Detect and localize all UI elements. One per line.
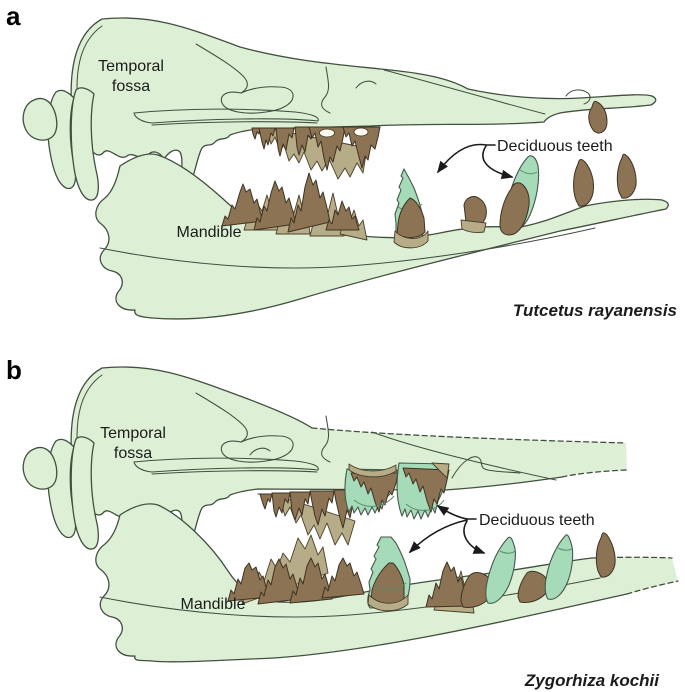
deciduous-tooth-b-lower2 [460, 536, 516, 608]
species-label-b: Zygorhiza kochii [524, 671, 660, 690]
reconstructed-rostrum-dash-bottom [561, 469, 628, 478]
panel-letter-a: a [6, 1, 21, 31]
lower-teeth-b [227, 532, 616, 614]
species-label-a: Tutcetus rayanensis [513, 301, 677, 320]
upper-teeth-b [257, 462, 450, 546]
deciduous-tooth-b-upper2 [396, 462, 450, 520]
deciduous-arrows-b [408, 505, 486, 554]
deciduous-teeth-label-a: Deciduous teeth [497, 138, 613, 155]
mandible-fill-b [95, 503, 679, 662]
temporal-fossa-label-b-line2: fossa [114, 445, 152, 462]
lower-teeth-a [221, 153, 637, 249]
reconstructed-mandible-dash-bottom [626, 580, 679, 595]
zygomatic-arch-a [133, 108, 319, 124]
cranium-fill-b [71, 366, 627, 543]
zygomatic-arch-b [133, 457, 319, 473]
panel-letter-b: b [6, 355, 22, 385]
skull-a [22, 17, 657, 201]
temporal-fossa-label-a: Temporal [98, 58, 164, 75]
upper-teeth-a [251, 100, 608, 180]
deciduous-teeth-label-b: Deciduous teeth [479, 512, 595, 529]
deciduous-tooth-b-lower1 [367, 536, 411, 612]
anterior-upper-tooth-a [588, 100, 608, 134]
temporal-fossa-label-a-line2: fossa [112, 78, 150, 95]
panel-b: b Temporal fossa Mandible Deciduous teet… [6, 355, 679, 690]
mandible-label-b: Mandible [181, 596, 246, 613]
reconstructed-rostrum-dash-top [311, 427, 627, 444]
deciduous-arrows-a [437, 143, 514, 180]
deciduous-tooth-a2 [499, 155, 540, 236]
deciduous-tooth-a1 [393, 168, 429, 249]
deciduous-tooth-b-lower3 [517, 534, 574, 603]
mandible-label-a: Mandible [177, 224, 242, 241]
temporal-fossa-label-b: Temporal [100, 425, 166, 442]
panel-a: a Temporal fossa Mandible Deciduous teet… [6, 1, 677, 320]
deciduous-tooth-b-upper1 [344, 463, 399, 516]
skull-b [22, 366, 628, 550]
